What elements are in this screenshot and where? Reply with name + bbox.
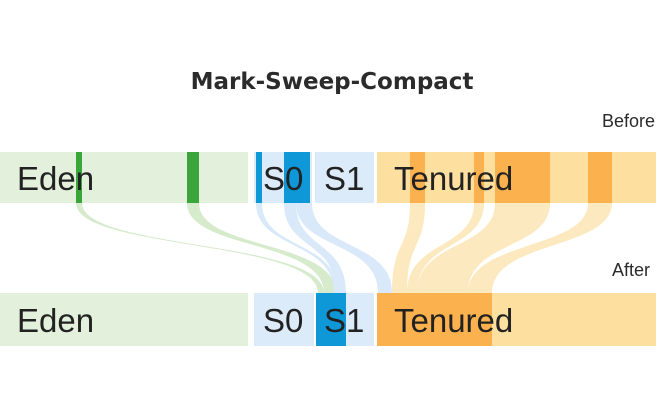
flow-tenured	[417, 203, 550, 293]
tenured-before-label: Tenured	[394, 160, 513, 197]
eden-before	[0, 152, 248, 203]
flow-s0-to-tenured	[296, 203, 392, 293]
eden-after	[0, 293, 248, 346]
tenured-live-object	[495, 152, 550, 203]
after-label: After	[612, 260, 650, 280]
s0-live-object	[284, 152, 310, 203]
after-row: Eden S0 S1 Tenured	[0, 293, 656, 346]
flow-tenured	[407, 203, 484, 293]
eden-before-label: Eden	[17, 160, 94, 197]
flow-s0-to-s1	[284, 203, 346, 293]
s0-after-label: S0	[263, 302, 303, 339]
flows	[76, 203, 612, 293]
tenured-live-object	[410, 152, 425, 203]
before-row: Eden S0 S1 Tenured	[0, 152, 656, 203]
s1-before-label: S1	[324, 160, 364, 197]
s1-before	[315, 152, 374, 203]
s1-after-label: S1	[324, 302, 364, 339]
eden-after-label: Eden	[17, 302, 94, 339]
s0-after	[254, 293, 314, 346]
eden-live-object	[76, 152, 82, 203]
before-label: Before	[602, 111, 655, 131]
tenured-after-label: Tenured	[394, 302, 513, 339]
diagram-title: Mark-Sweep-Compact	[191, 69, 474, 95]
s0-before-label: S0	[263, 160, 303, 197]
tenured-live-object	[474, 152, 484, 203]
s0-live-object	[256, 152, 262, 203]
s1-live-objects	[316, 293, 346, 346]
tenured-live-object	[588, 152, 612, 203]
tenured-compacted	[377, 293, 492, 346]
eden-live-object	[187, 152, 199, 203]
flow-tenured	[468, 203, 612, 293]
flow-tenured	[392, 203, 425, 293]
